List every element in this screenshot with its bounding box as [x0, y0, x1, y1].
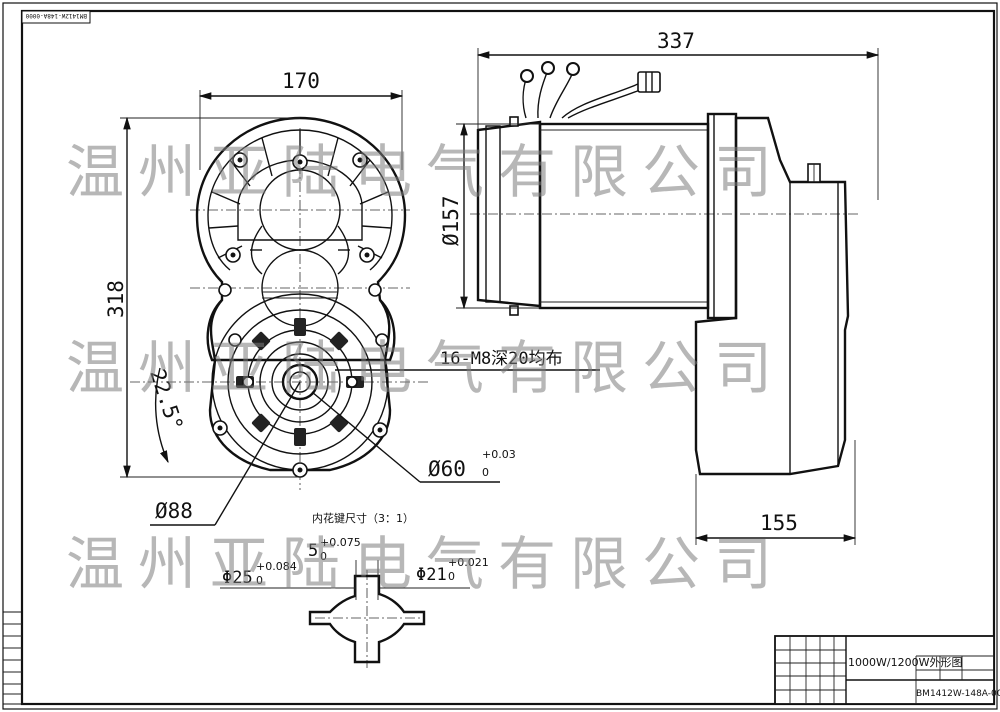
watermark-line-2: 温州亚陆电气有限公司 [66, 334, 786, 402]
drawing-title: 1000W/1200W外形图 [848, 656, 962, 669]
dim-88: Ø88 [155, 499, 193, 523]
dim-157: Ø157 [439, 195, 463, 246]
dim-318: 318 [104, 280, 128, 318]
drawing-frame-inner [20, 9, 996, 706]
dimension-lines [120, 48, 880, 600]
dim-337: 337 [657, 29, 695, 53]
spline-title: 内花键尺寸（3：1） [312, 511, 414, 525]
spline-outer-tol-lower: 0 [256, 574, 263, 587]
dim-155: 155 [760, 511, 798, 535]
spline-width: 5 [308, 541, 318, 561]
front-view [130, 116, 430, 490]
spline-width-tol-upper: +0.075 [320, 536, 361, 549]
watermark-line-3: 温州亚陆电气有限公司 [66, 530, 786, 598]
dim-170: 170 [282, 69, 320, 93]
side-view [470, 61, 860, 476]
frame-label: BM1412W-148A-0000 [25, 12, 87, 19]
watermark-line-1: 温州亚陆电气有限公司 [66, 138, 786, 206]
dim-60-tol-upper: +0.03 [482, 448, 516, 461]
dim-60: Ø60 [428, 457, 466, 481]
spline-detail [308, 570, 426, 668]
spline-outer-tol-upper: +0.084 [256, 560, 297, 573]
revision-table [2, 611, 23, 705]
title-block [774, 635, 995, 705]
frame-label-box [21, 10, 91, 24]
drawing-number: BM1412W-148A-0000 [916, 689, 1000, 699]
spline-inner-tol-upper: +0.021 [448, 556, 489, 569]
spline-inner: Φ21 [416, 565, 447, 585]
spline-width-tol-lower: 0 [320, 550, 327, 563]
spline-inner-tol-lower: 0 [448, 570, 455, 583]
bolt-hole-note: 16-M8深20均布 [440, 349, 563, 369]
watermark: 温州亚陆电气有限公司 温州亚陆电气有限公司 温州亚陆电气有限公司 [66, 138, 786, 598]
spline-outer: Φ25 [222, 568, 253, 588]
dim-60-tol-lower: 0 [482, 466, 489, 479]
